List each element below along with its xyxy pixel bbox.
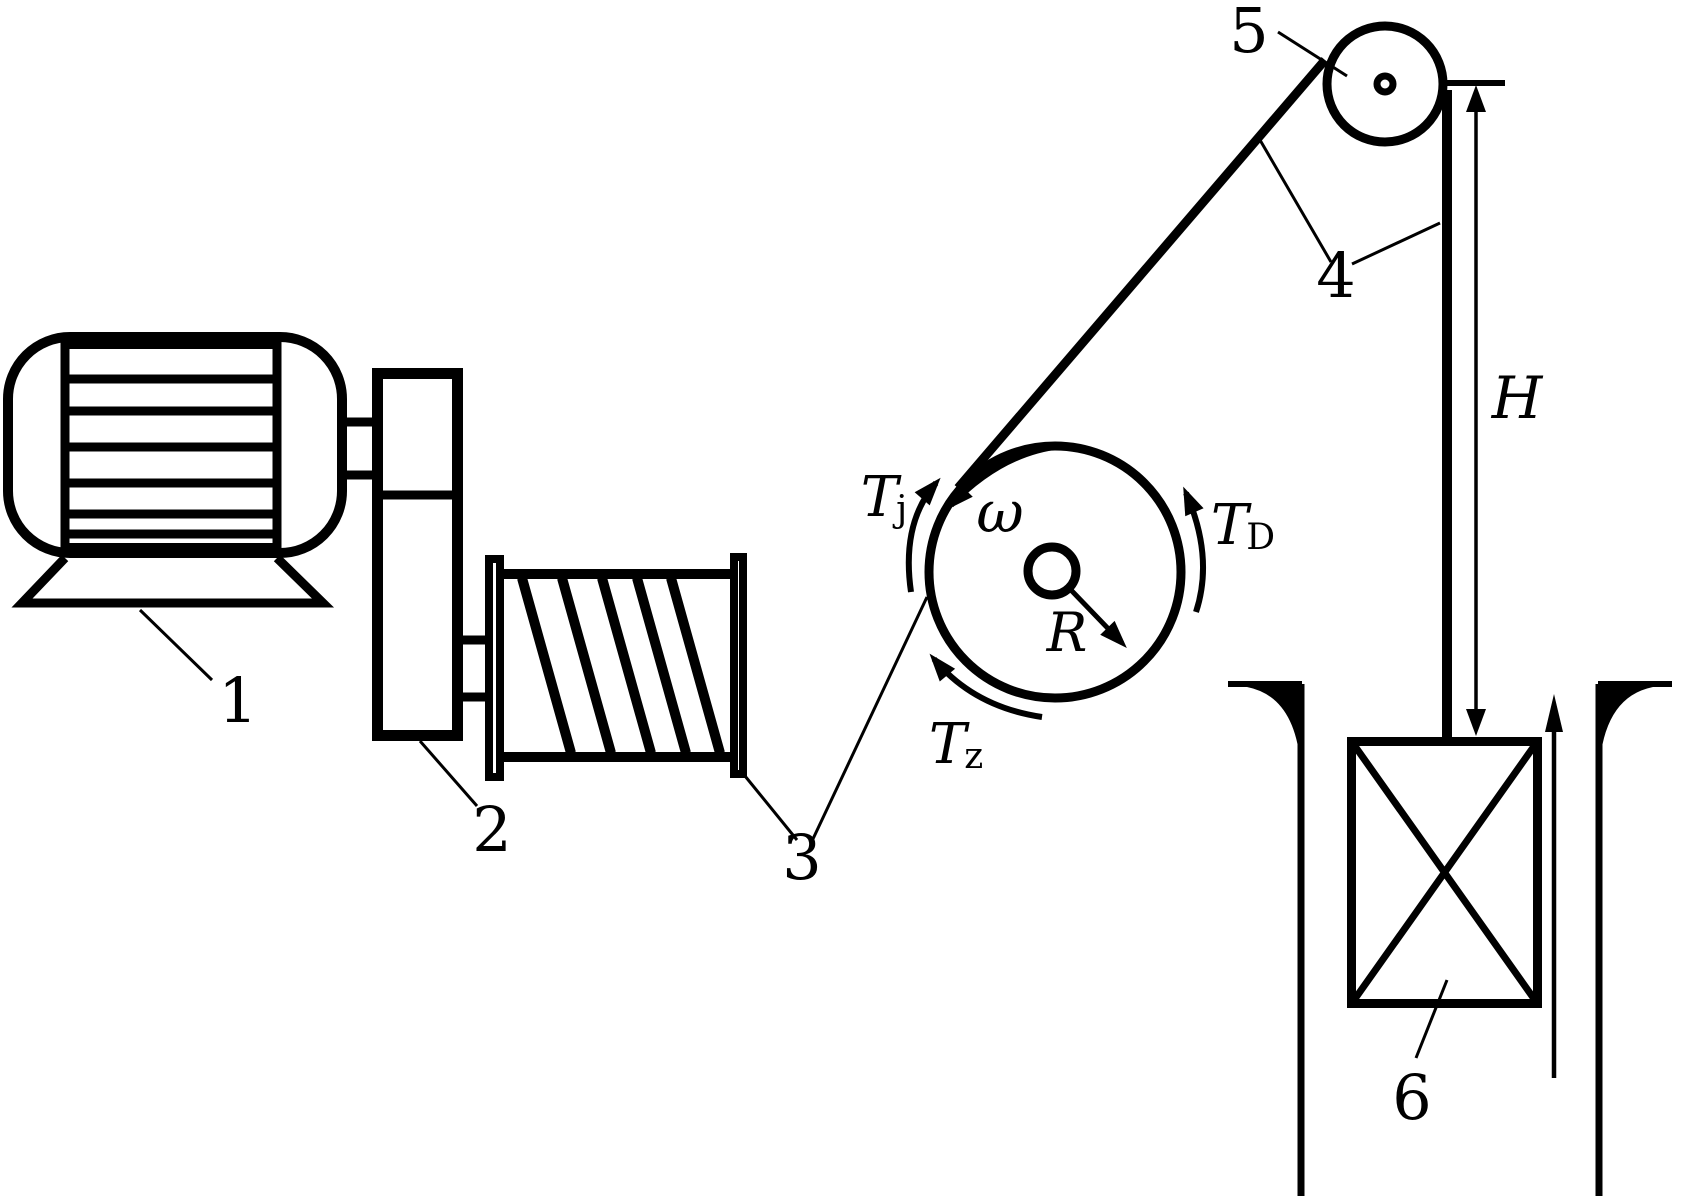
- part-label-motor: 1: [218, 664, 258, 737]
- drum-axle: [1023, 542, 1081, 600]
- load-box: [1347, 737, 1542, 1008]
- h-dim-arrow-bottom: [1466, 709, 1486, 736]
- symbol-drive-torque-base: T: [1210, 493, 1249, 558]
- symbol-load-torque-base: T: [928, 712, 967, 777]
- leader-rope-diagonal: [1258, 139, 1333, 263]
- load-cross: [1349, 739, 1540, 1006]
- rope-diagonal: [954, 57, 1329, 491]
- part-label-sheave: 5: [1229, 0, 1269, 67]
- drum-flange-right: [730, 553, 747, 778]
- part-label-load: 6: [1392, 1061, 1432, 1134]
- radius-arrow: [1068, 587, 1127, 649]
- drum-rope-winding-stripes: [517, 576, 725, 755]
- symbol-angular-velocity: ω: [976, 478, 1024, 546]
- coupling-box: [372, 368, 463, 741]
- part-label-coupling: 2: [472, 793, 512, 866]
- sheave-circle: [1322, 21, 1448, 147]
- leader-rope-vertical: [1351, 221, 1441, 266]
- drive-torque-arrow: [1183, 486, 1207, 613]
- leader-drum-front: [743, 775, 799, 841]
- part-label-drum: 3: [782, 821, 822, 894]
- symbol-drum-radius: R: [1046, 601, 1088, 664]
- leader-coupling: [418, 740, 479, 807]
- ground-fill-left: [1247, 687, 1300, 760]
- leader-load: [1414, 979, 1449, 1059]
- symbol-hoist-height: H: [1491, 364, 1543, 432]
- ground-fill-right: [1600, 687, 1653, 760]
- symbol-load-torque-sub: z: [964, 736, 984, 777]
- motor-stator-stripes: [65, 374, 277, 539]
- drum-flange-left: [485, 555, 504, 781]
- drum-barrel: [503, 569, 730, 762]
- symbol-rope-tension-sub: j: [896, 489, 908, 530]
- motor-base: [11, 554, 335, 608]
- leader-drum-circle: [810, 596, 929, 842]
- h-dim-arrow-top: [1466, 85, 1486, 112]
- leader-motor: [138, 608, 214, 682]
- symbol-drive-torque-sub: D: [1246, 517, 1276, 558]
- coupling-output-shaft: [463, 635, 487, 702]
- sheave-hub: [1373, 72, 1397, 96]
- motor-shaft: [347, 417, 372, 480]
- omega-rotation-arrow: [946, 443, 1063, 511]
- symbol-rope-tension-base: T: [860, 465, 899, 530]
- part-label-rope: 4: [1316, 239, 1356, 312]
- leader-sheave: [1277, 30, 1348, 78]
- rope-tension-arrow: [905, 477, 941, 593]
- hoist-direction-arrowhead: [1545, 694, 1563, 732]
- load-torque-arrow: [929, 653, 1043, 720]
